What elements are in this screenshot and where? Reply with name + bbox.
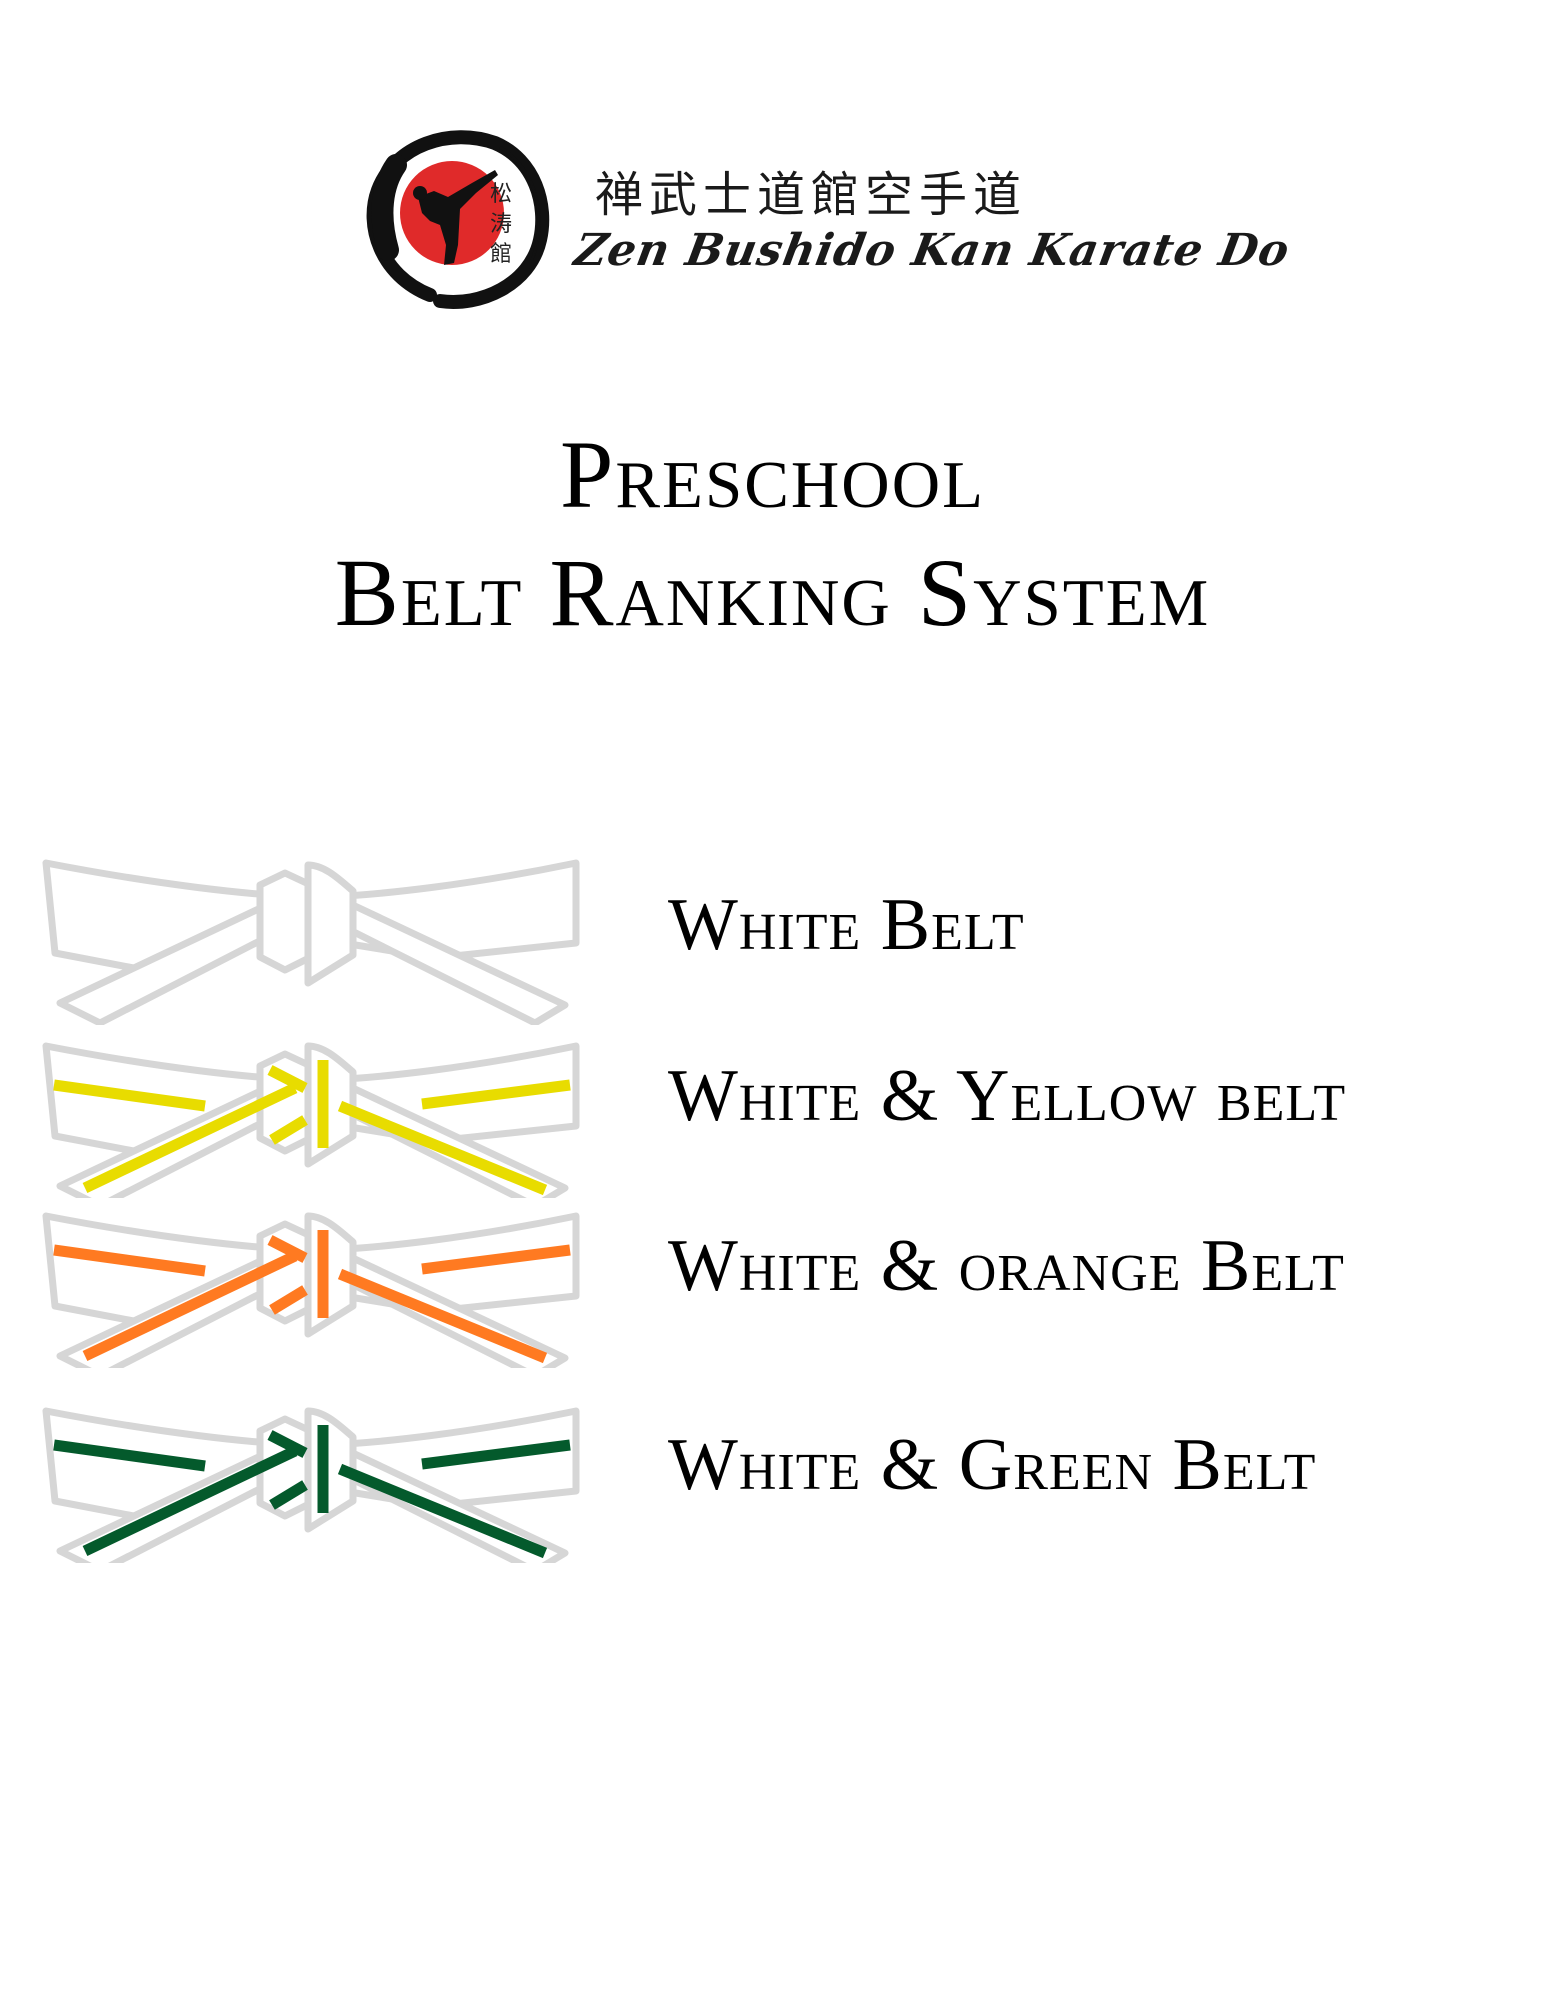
- belt-label: White & orange Belt: [668, 1225, 1345, 1307]
- logo-kanji-text: 禅武士道館空手道: [595, 167, 1028, 223]
- emblem-kanji-char: 松: [489, 182, 512, 207]
- emblem-kanji-char: 涛: [489, 212, 512, 237]
- belt-label: White Belt: [668, 884, 1025, 966]
- karate-emblem-icon: [366, 130, 550, 309]
- page-title-line1: Preschool: [559, 421, 986, 528]
- page-title-line2: Belt Ranking System: [334, 539, 1211, 646]
- belt-row-white-orange: White & orange Belt: [0, 1188, 1545, 1368]
- belt-row-white-green: White & Green Belt: [0, 1383, 1545, 1563]
- emblem-kanji-char: 館: [489, 242, 512, 267]
- logo-roman-text: Zen Bushido Kan Karate Do: [570, 225, 1294, 276]
- belt-label: White & Yellow belt: [668, 1055, 1347, 1137]
- emblem-kanji: 松 涛 館: [488, 180, 514, 270]
- white-yellow-belt-icon: [42, 1042, 580, 1198]
- white-orange-belt-icon: [42, 1212, 580, 1368]
- school-logo: 松 涛 館 禅武士道館空手道 Zen Bushido Kan Karate Do: [360, 125, 1294, 315]
- belt-label: White & Green Belt: [668, 1424, 1317, 1506]
- belt-row-white: White Belt: [0, 845, 1545, 1025]
- belt-row-white-yellow: White & Yellow belt: [0, 1018, 1545, 1198]
- white-belt-icon: [42, 859, 580, 1025]
- white-green-belt-icon: [42, 1407, 580, 1563]
